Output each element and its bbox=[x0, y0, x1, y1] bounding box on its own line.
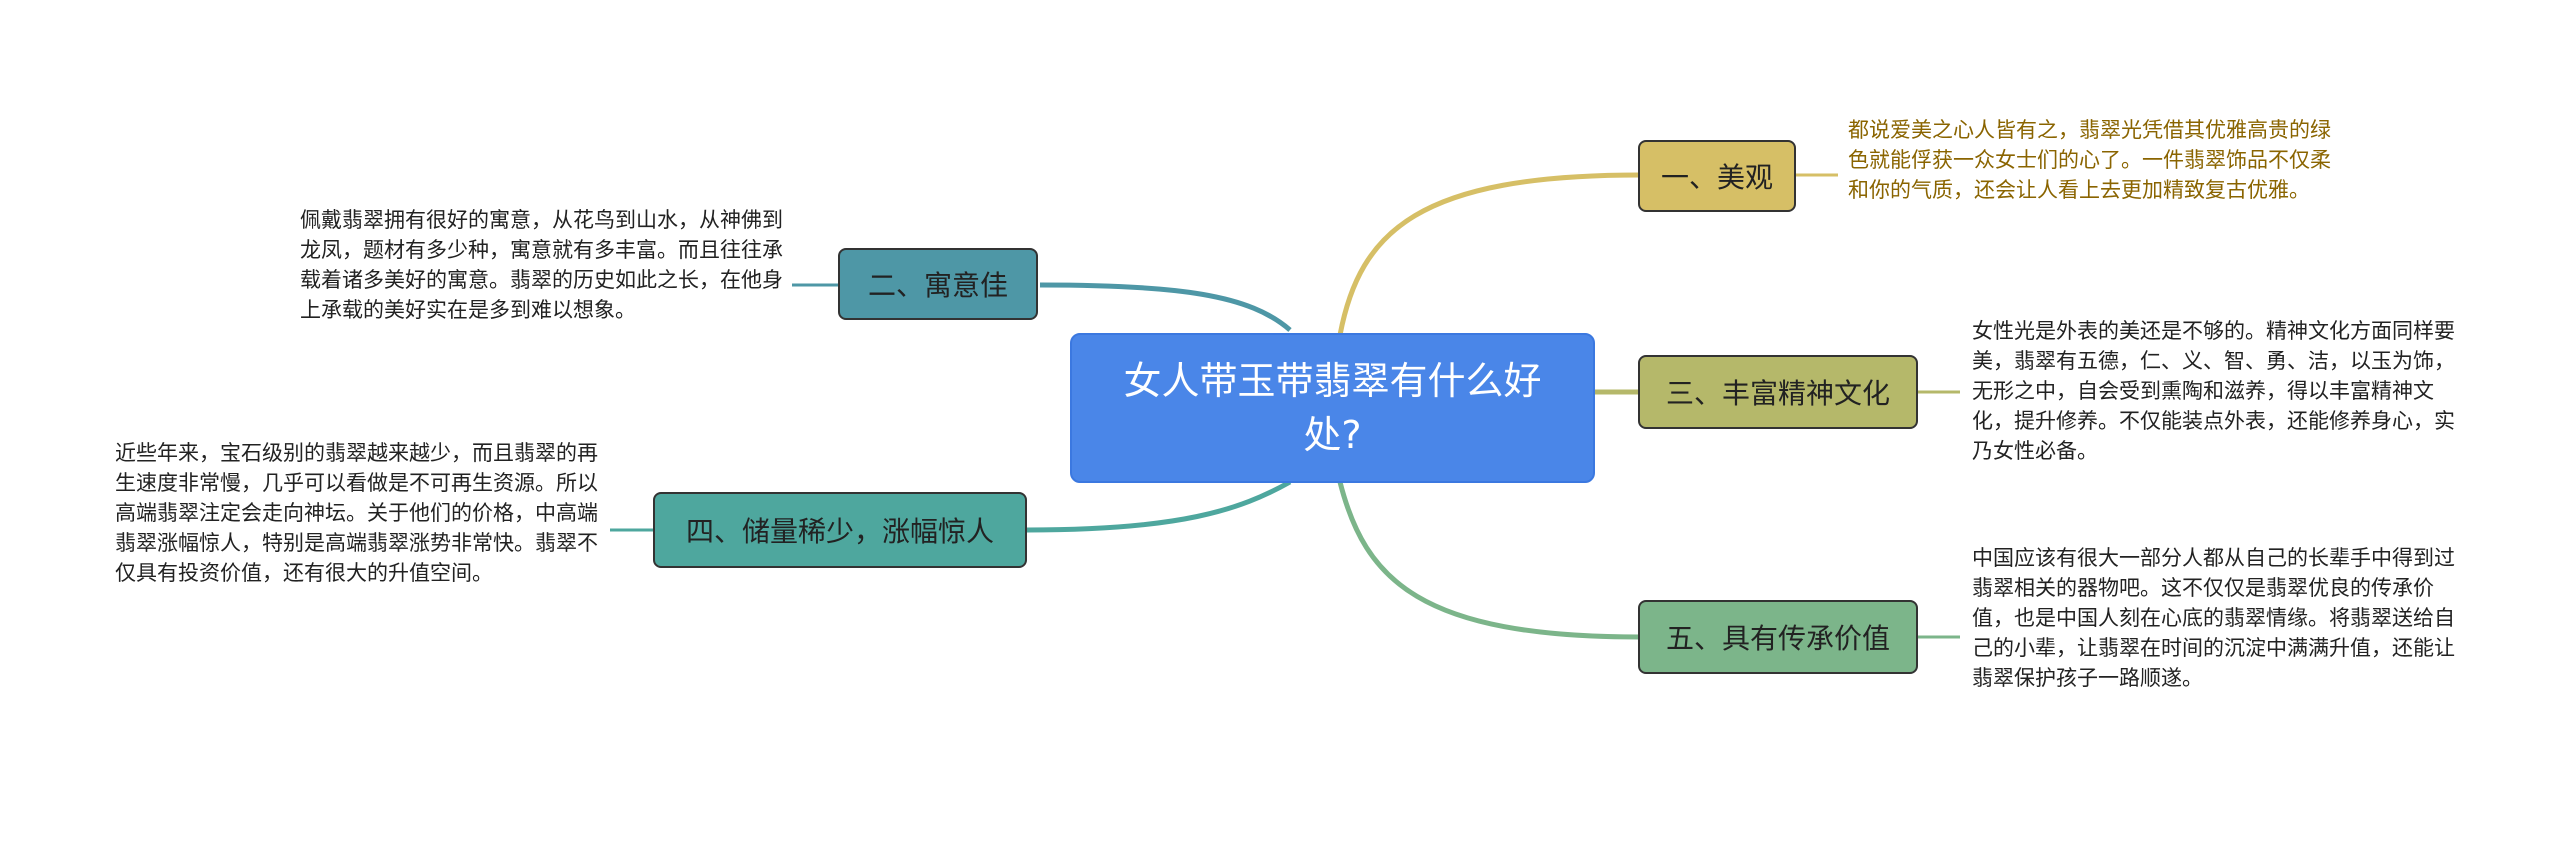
note-chuancheng: 中国应该有很大一部分人都从自己的长辈手中得到过翡翠相关的器物吧。这不仅仅是翡翠优… bbox=[1972, 543, 2462, 693]
branch-yuyijia[interactable]: 二、寓意佳 bbox=[838, 248, 1038, 320]
branch-yuyijia-label: 二、寓意佳 bbox=[867, 269, 1008, 302]
note-fengfu-text: 女性光是外表的美还是不够的。精神文化方面同样要美，翡翠有五德，仁、义、智、勇、洁… bbox=[1972, 319, 2455, 463]
note-yuyijia-text: 佩戴翡翠拥有很好的寓意，从花鸟到山水，从神佛到龙凤，题材有多少种，寓意就有多丰富… bbox=[300, 208, 783, 322]
branch-chuliang[interactable]: 四、储量稀少，涨幅惊人 bbox=[653, 492, 1027, 568]
branch-chuancheng[interactable]: 五、具有传承价值 bbox=[1638, 600, 1918, 674]
note-chuliang-text: 近些年来，宝石级别的翡翠越来越少，而且翡翠的再生速度非常慢，几乎可以看做是不可再… bbox=[115, 441, 598, 585]
central-topic[interactable]: 女人带玉带翡翠有什么好处? bbox=[1070, 333, 1595, 483]
connector-yuyijia bbox=[1039, 282, 1292, 332]
connector-chuliang bbox=[1026, 479, 1292, 533]
branch-meiguan[interactable]: 一、美观 bbox=[1638, 140, 1796, 212]
note-chuliang: 近些年来，宝石级别的翡翠越来越少，而且翡翠的再生速度非常慢，几乎可以看做是不可再… bbox=[115, 438, 605, 588]
branch-meiguan-label: 一、美观 bbox=[1660, 161, 1773, 194]
note-fengfu: 女性光是外表的美还是不够的。精神文化方面同样要美，翡翠有五德，仁、义、智、勇、洁… bbox=[1972, 316, 2462, 466]
branch-chuancheng-label: 五、具有传承价值 bbox=[1665, 622, 1890, 655]
connector-chuancheng bbox=[1337, 481, 1641, 640]
note-meiguan-text: 都说爱美之心人皆有之，翡翠光凭借其优雅高贵的绿色就能俘获一众女士们的心了。一件翡… bbox=[1848, 118, 2331, 202]
central-topic-label: 女人带玉带翡翠有什么好处? bbox=[1123, 359, 1542, 457]
branch-fengfu[interactable]: 三、丰富精神文化 bbox=[1638, 355, 1918, 429]
branch-fengfu-label: 三、丰富精神文化 bbox=[1665, 377, 1890, 410]
branch-chuliang-label: 四、储量稀少，涨幅惊人 bbox=[685, 515, 994, 548]
note-meiguan: 都说爱美之心人皆有之，翡翠光凭借其优雅高贵的绿色就能俘获一众女士们的心了。一件翡… bbox=[1848, 115, 2338, 205]
note-chuancheng-text: 中国应该有很大一部分人都从自己的长辈手中得到过翡翠相关的器物吧。这不仅仅是翡翠优… bbox=[1972, 546, 2455, 690]
note-yuyijia: 佩戴翡翠拥有很好的寓意，从花鸟到山水，从神佛到龙凤，题材有多少种，寓意就有多丰富… bbox=[300, 205, 790, 325]
connector-meiguan bbox=[1337, 172, 1641, 336]
